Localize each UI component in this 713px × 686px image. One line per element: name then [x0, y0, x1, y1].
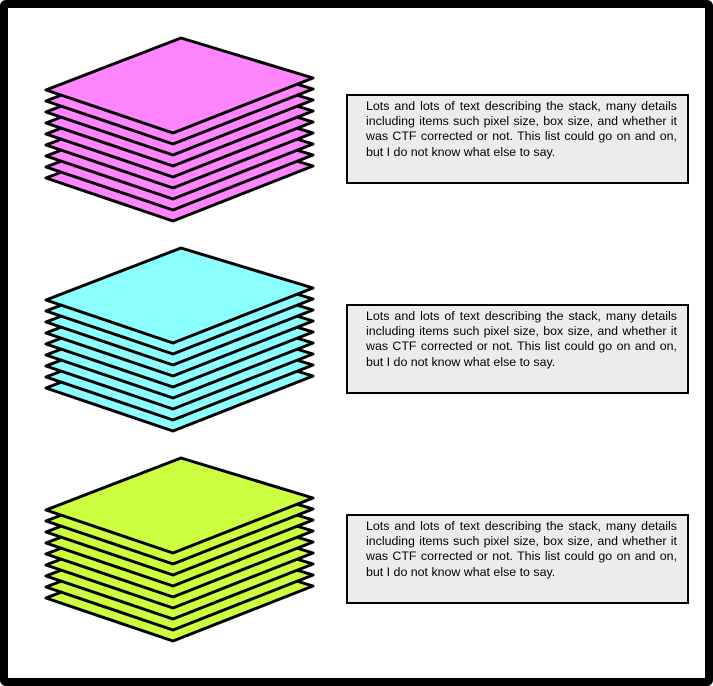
stack-description-green: Lots and lots of text describing the sta…	[346, 514, 689, 604]
stack-sheet	[44, 456, 315, 555]
stack-sheet	[44, 246, 315, 345]
particle-stack-magenta	[44, 36, 315, 223]
stack-description-cyan: Lots and lots of text describing the sta…	[346, 304, 689, 394]
stack-sheet	[44, 36, 315, 135]
stack-description-magenta: Lots and lots of text describing the sta…	[346, 94, 689, 184]
particle-stack-green	[44, 456, 315, 643]
particle-stack-cyan	[44, 246, 315, 433]
